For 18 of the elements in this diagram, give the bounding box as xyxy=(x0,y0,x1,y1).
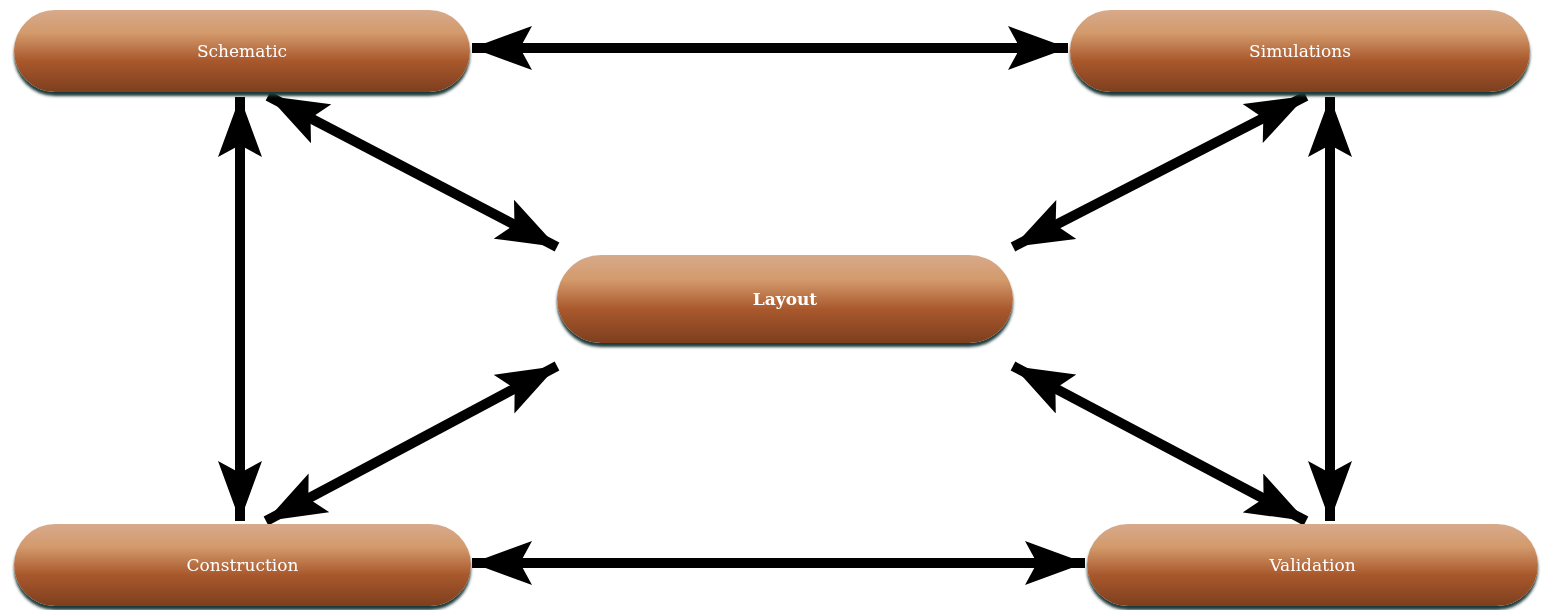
node-label: Validation xyxy=(1269,555,1356,575)
double-arrow xyxy=(472,26,1068,70)
node-label: Construction xyxy=(186,555,299,575)
double-arrow xyxy=(472,541,1085,585)
process-pill xyxy=(14,10,470,92)
node-label: Layout xyxy=(752,289,818,309)
process-pill xyxy=(1087,524,1538,606)
process-pill xyxy=(14,524,471,606)
double-arrow xyxy=(1308,97,1352,521)
double-arrow xyxy=(263,361,560,526)
double-arrow xyxy=(1010,91,1309,252)
node-label: Schematic xyxy=(196,41,288,61)
double-arrow xyxy=(265,91,560,252)
process-pill xyxy=(1070,10,1530,92)
node-label: Simulations xyxy=(1249,41,1351,61)
process-pill xyxy=(557,255,1013,343)
double-arrow xyxy=(1010,361,1309,526)
double-arrow xyxy=(218,97,262,521)
